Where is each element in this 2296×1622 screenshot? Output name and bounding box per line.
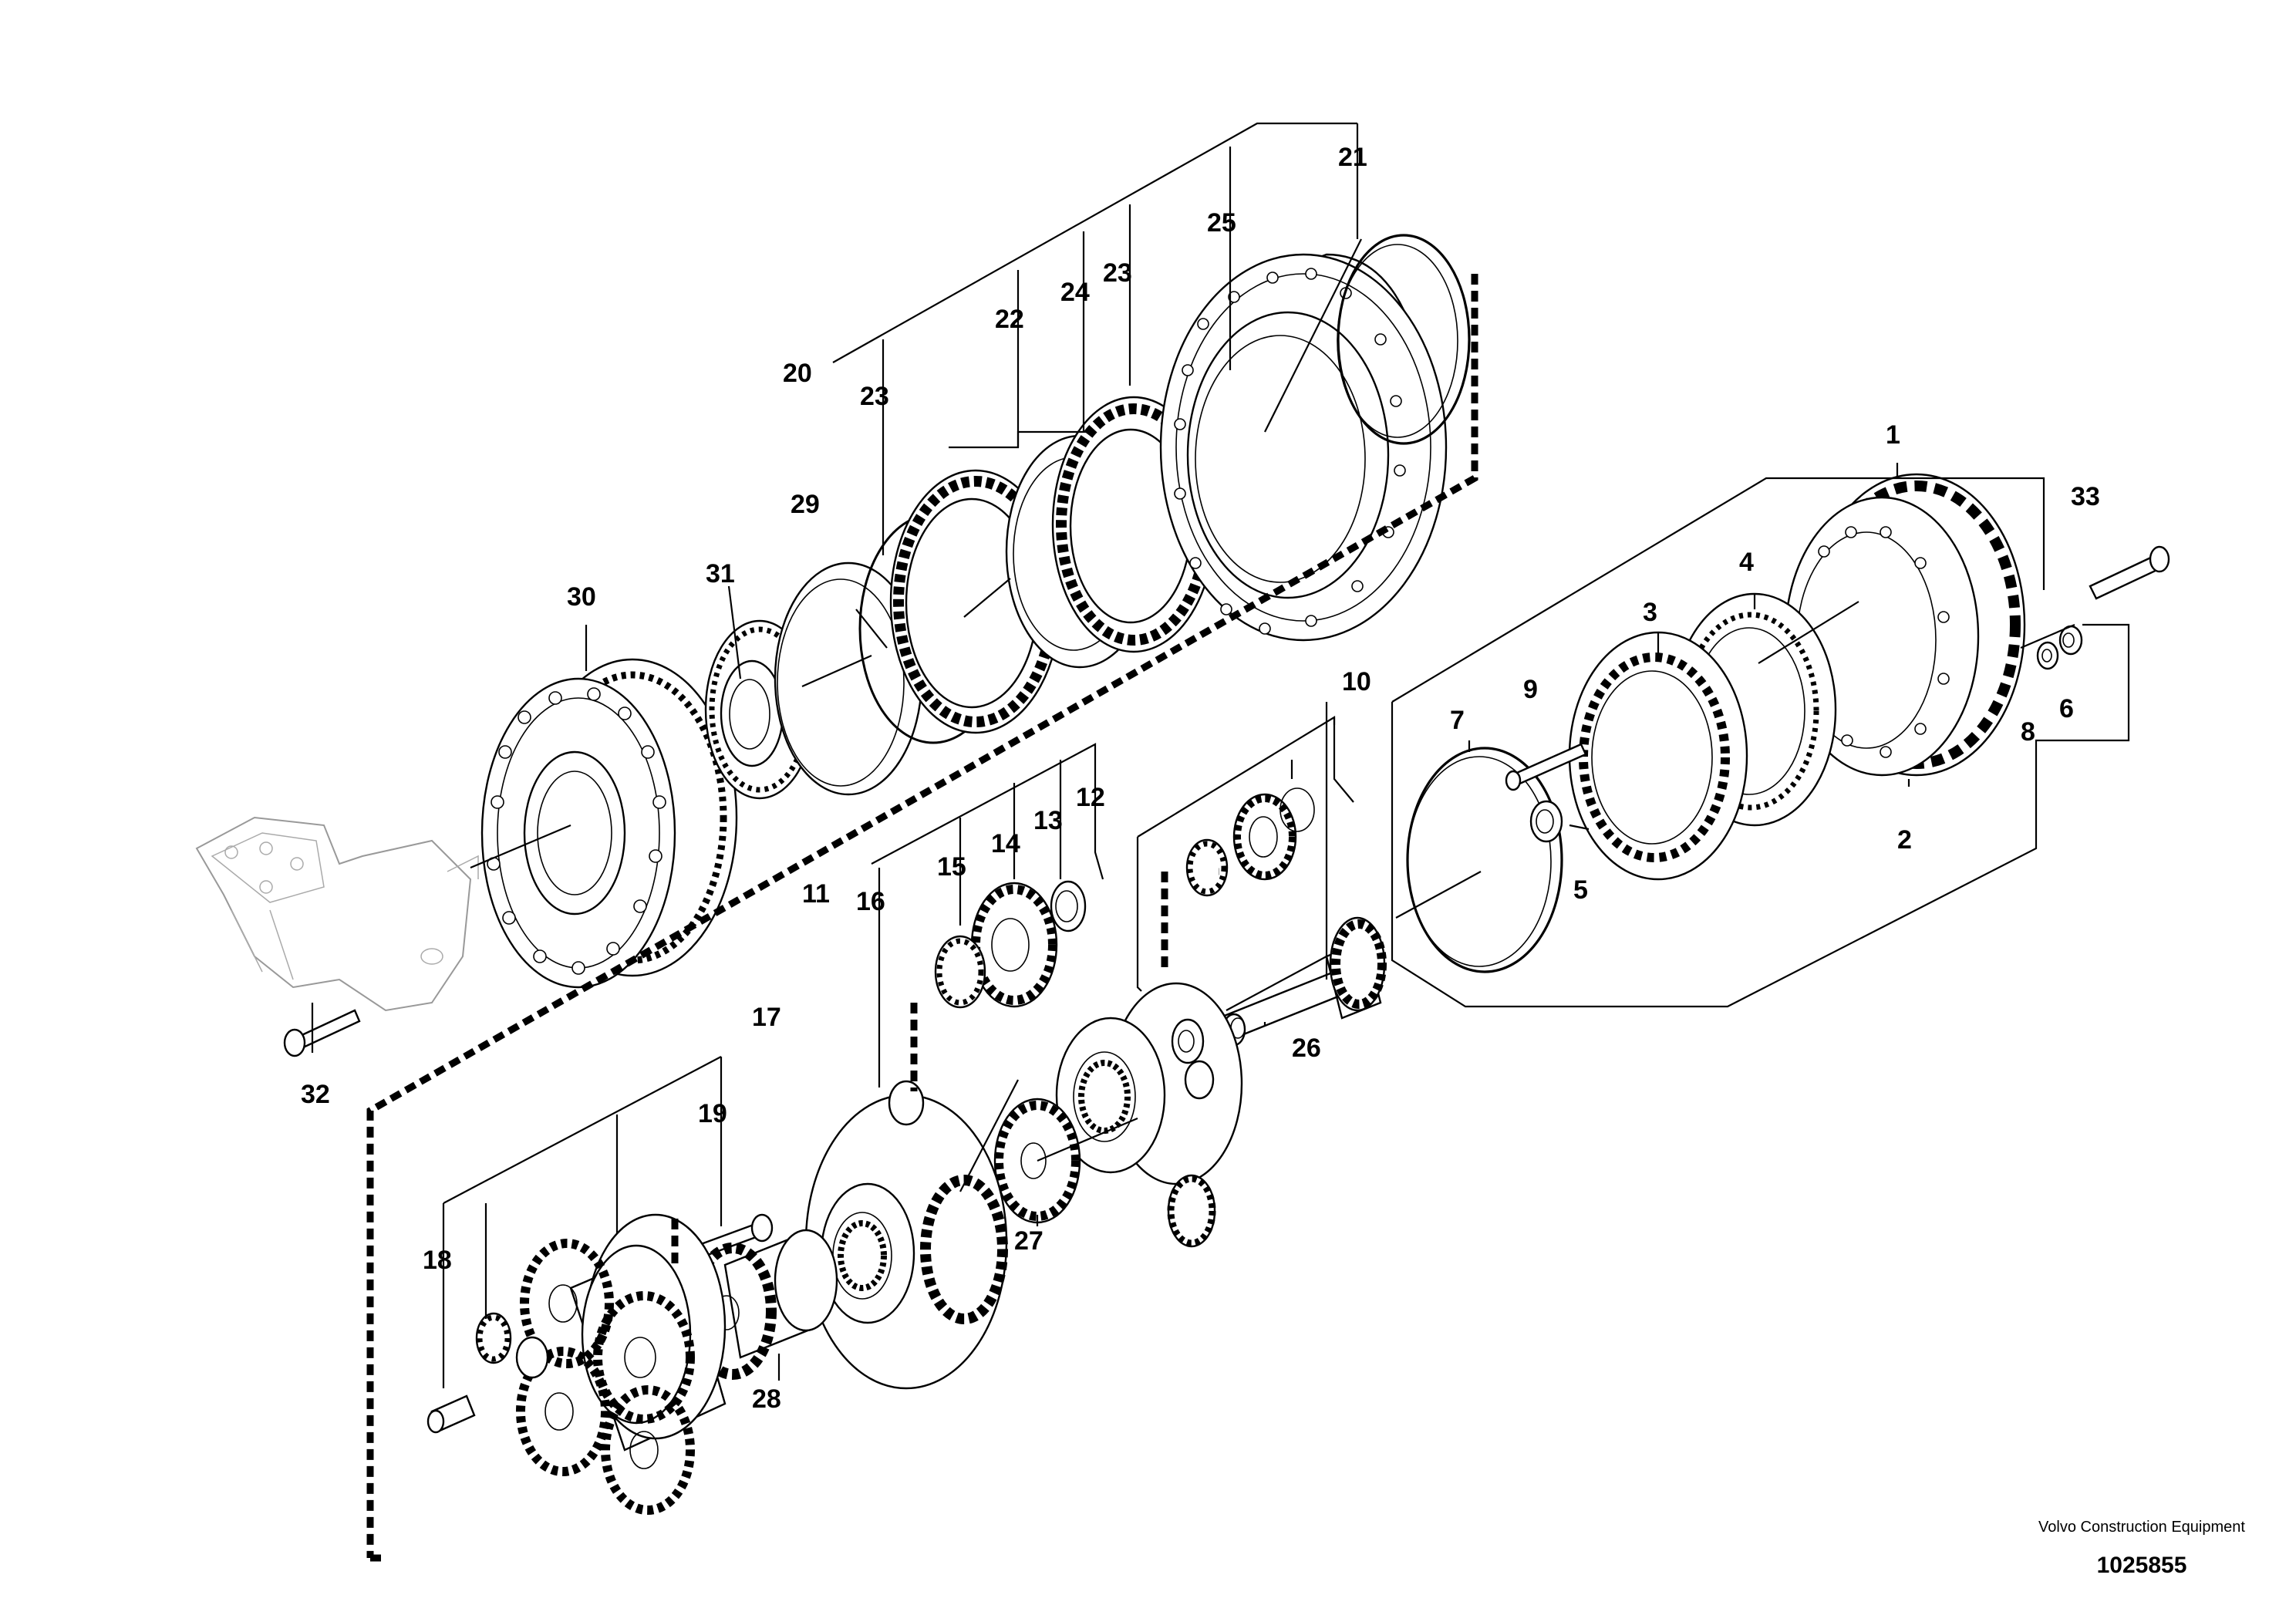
callout-27: 27 — [1014, 1226, 1043, 1256]
callout-14: 14 — [991, 829, 1020, 858]
part-10-thrust-washer — [1171, 1018, 1205, 1064]
callout-5: 5 — [1573, 875, 1588, 905]
hydraulic-motor — [195, 816, 479, 1012]
callout-6: 6 — [2059, 694, 2074, 723]
part-13-washer — [1050, 880, 1087, 932]
callout-19: 19 — [698, 1099, 727, 1128]
callout-20: 20 — [783, 359, 812, 388]
callout-13: 13 — [1033, 806, 1063, 835]
part-17-planet-carrier — [515, 1213, 727, 1515]
part-10-gear-pair — [1185, 787, 1315, 897]
brand-caption: Volvo Construction Equipment — [2038, 1519, 2245, 1536]
callout-11: 11 — [802, 879, 830, 909]
callout-9: 9 — [1523, 675, 1538, 704]
part-32-bolt — [283, 1009, 361, 1057]
part-30-hub-housing — [480, 658, 738, 989]
callout-15: 15 — [937, 852, 966, 882]
part-18-needle-bearing — [475, 1312, 512, 1364]
callout-21: 21 — [1338, 143, 1367, 172]
part-28-sun-gear — [689, 1229, 838, 1380]
callout-4: 4 — [1739, 548, 1754, 577]
part-7-o-ring — [1406, 747, 1563, 973]
part-9-bolt — [1505, 743, 1587, 791]
callout-12: 12 — [1076, 783, 1105, 812]
callout-8: 8 — [2021, 717, 2035, 747]
callout-17: 17 — [752, 1003, 781, 1032]
callout-2: 2 — [1897, 825, 1912, 855]
callout-23b: 23 — [1103, 258, 1132, 288]
callout-1: 1 — [1886, 420, 1900, 450]
callout-26: 26 — [1292, 1034, 1321, 1063]
callout-labels: 1 2 3 4 5 6 7 8 9 10 11 12 13 14 15 16 1… — [301, 143, 2100, 1414]
part-14-planet-gear — [970, 882, 1058, 1008]
leader-lines — [311, 122, 2130, 1388]
callout-23a: 23 — [860, 382, 889, 411]
part-5-thrust-plate — [1529, 800, 1563, 843]
callout-10: 10 — [1342, 667, 1371, 696]
callout-7: 7 — [1450, 706, 1465, 735]
callout-24: 24 — [1060, 278, 1090, 307]
callout-30: 30 — [567, 582, 596, 612]
callout-22: 22 — [995, 305, 1024, 334]
part-21-o-ring — [1337, 234, 1471, 445]
part-18-pin — [426, 1394, 476, 1434]
part-15-needle-bearing — [934, 935, 986, 1009]
part-11-carrier — [804, 1080, 1008, 1390]
part-3-internal-gear — [1568, 631, 1748, 881]
part-26-shaft — [1217, 916, 1387, 1047]
callout-31: 31 — [706, 559, 735, 588]
callout-28: 28 — [752, 1384, 781, 1414]
callout-3: 3 — [1643, 598, 1657, 627]
callout-32: 32 — [301, 1080, 330, 1109]
axis-lines — [366, 274, 1478, 1562]
callout-25: 25 — [1207, 208, 1236, 238]
part-25-drum-housing — [1159, 253, 1448, 642]
callout-16: 16 — [856, 887, 885, 916]
drawing-number: 1025855 — [2096, 1553, 2187, 1578]
callout-33: 33 — [2071, 482, 2100, 511]
part-8-washer — [2036, 641, 2059, 670]
callout-29: 29 — [791, 490, 820, 519]
part-33-bolt — [2089, 545, 2170, 600]
callout-18: 18 — [423, 1246, 452, 1275]
part-10-carrier — [1055, 982, 1243, 1248]
